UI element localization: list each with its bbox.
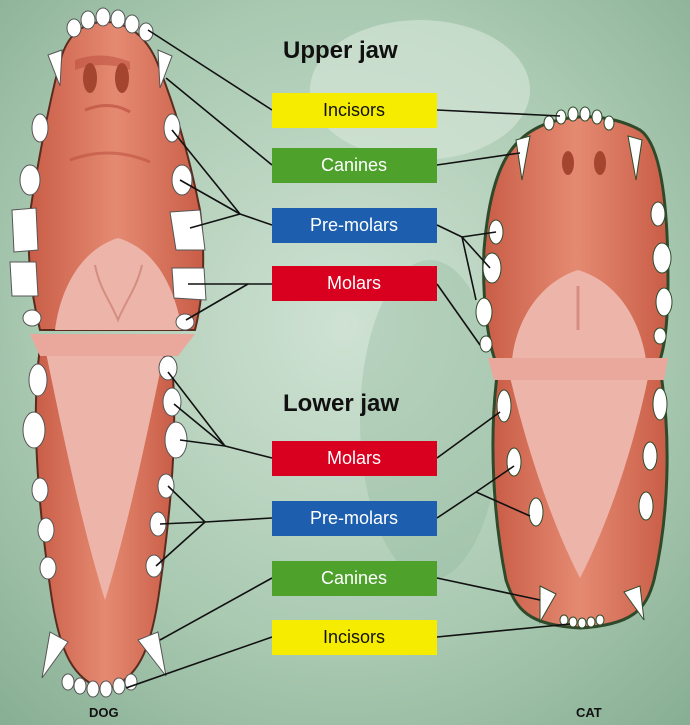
label-lower-canines: Canines: [272, 561, 436, 596]
caption-dog: DOG: [89, 705, 119, 720]
label-lower-molars: Molars: [272, 441, 436, 476]
caption-cat: CAT: [576, 705, 602, 720]
heading-lower-jaw: Lower jaw: [283, 390, 399, 418]
label-lower-premolars: Pre-molars: [272, 501, 436, 536]
label-upper-incisors: Incisors: [272, 93, 436, 128]
label-upper-canines: Canines: [272, 148, 436, 183]
label-upper-premolars: Pre-molars: [272, 208, 436, 243]
label-upper-molars: Molars: [272, 266, 436, 301]
heading-upper-jaw: Upper jaw: [283, 37, 398, 65]
label-lower-incisors: Incisors: [272, 620, 436, 655]
cat-lower-jaw: [488, 358, 668, 628]
